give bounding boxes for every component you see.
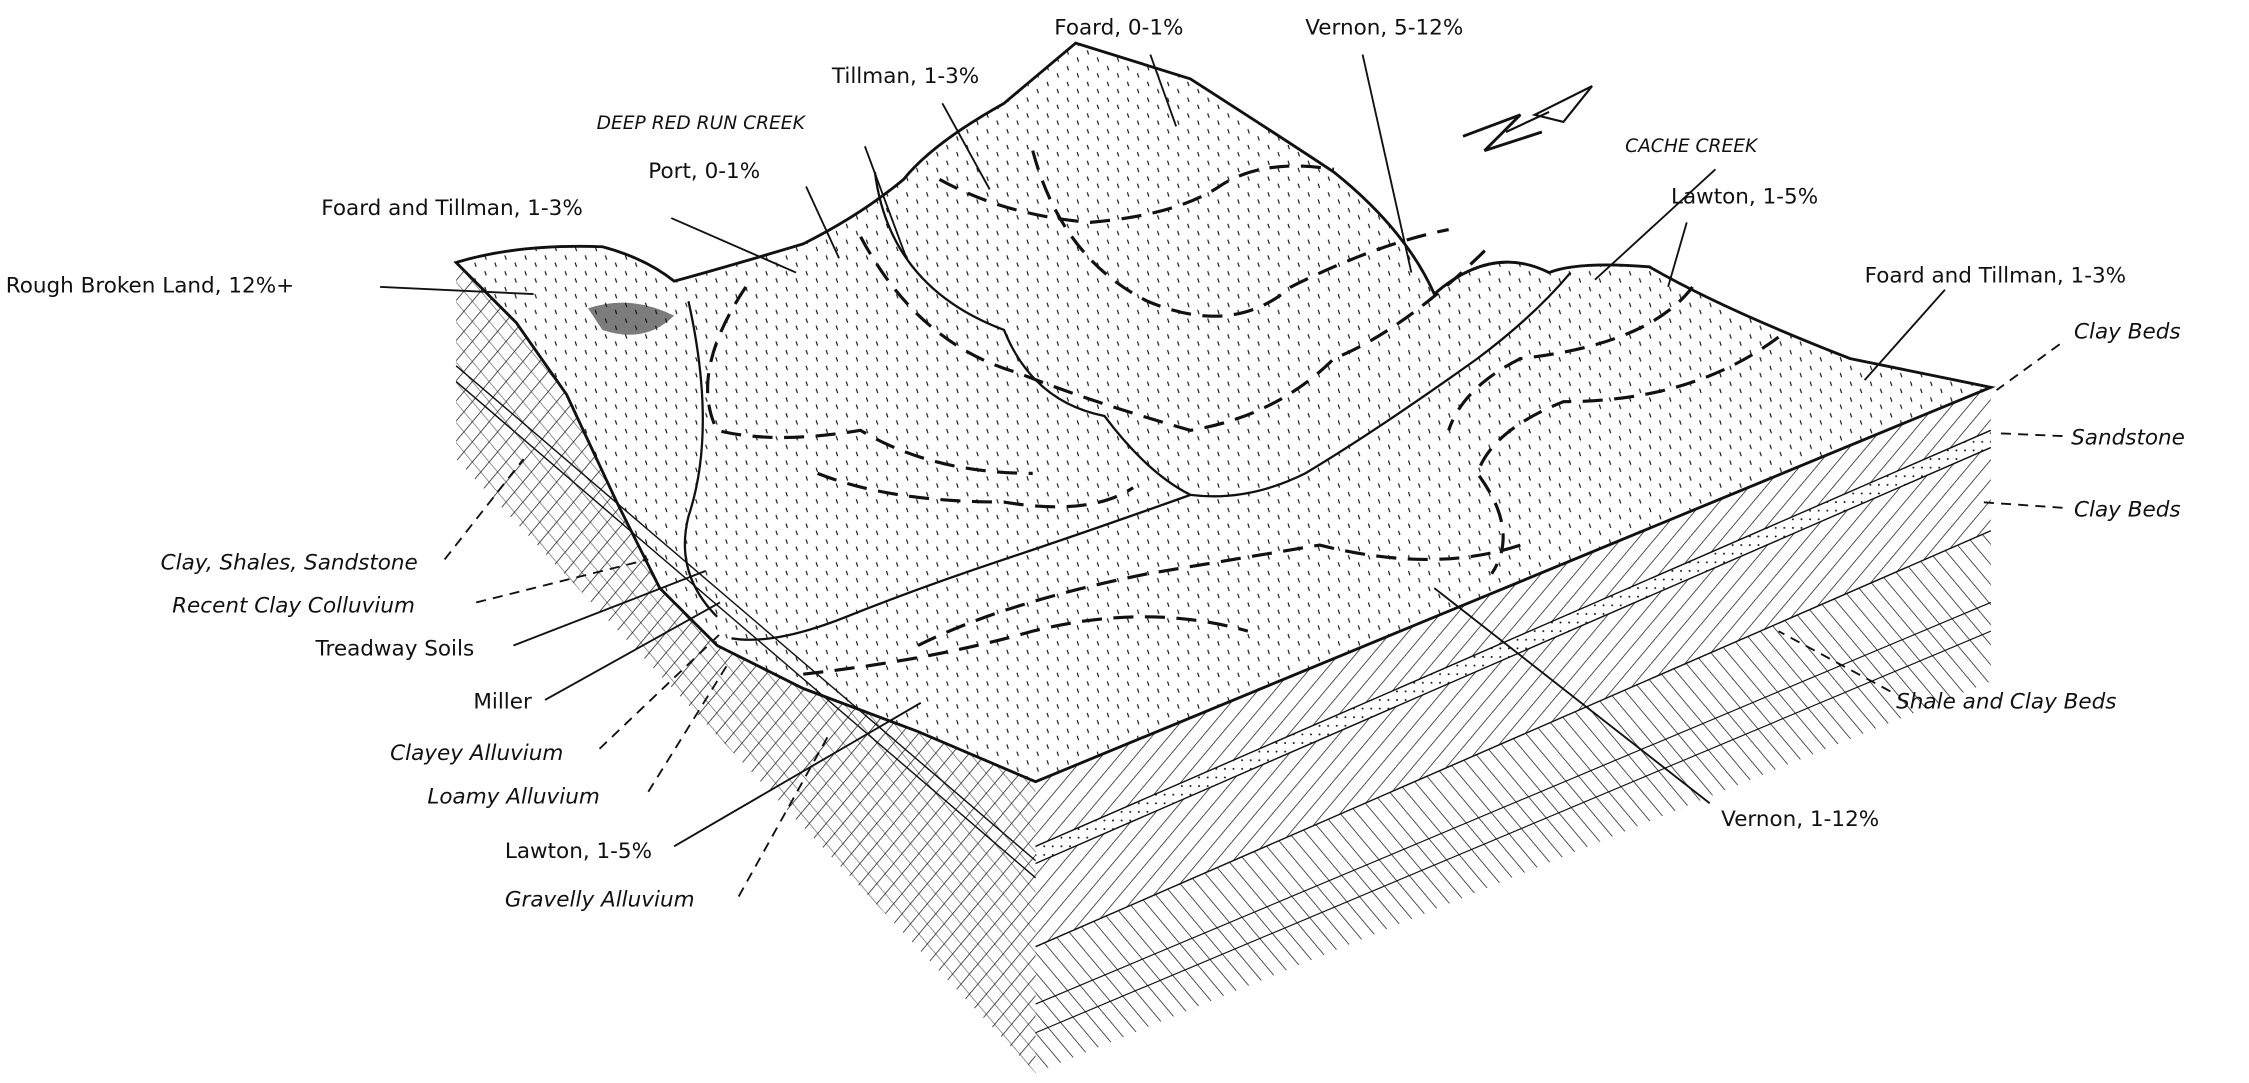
label-shale-and-clay-beds: Shale and Clay Beds <box>1896 690 2116 715</box>
label-rough-broken-land: Rough Broken Land, 12%+ <box>6 274 294 299</box>
right-face-strata <box>1035 387 1992 1073</box>
label-clay-shales-sandstone: Clay, Shales, Sandstone <box>161 550 418 575</box>
label-foard-tillman-right: Foard and Tillman, 1-3% <box>1865 264 2127 289</box>
label-clay-beds-lower: Clay Beds <box>2074 497 2181 522</box>
terrain-surface <box>453 41 1996 784</box>
label-foard-0-1: Foard, 0-1% <box>1054 15 1183 40</box>
label-treadway-soils: Treadway Soils <box>315 637 475 662</box>
label-gravelly-alluvium: Gravelly Alluvium <box>505 888 695 913</box>
label-tillman-1-3: Tillman, 1-3% <box>831 64 979 89</box>
label-recent-clay-colluvium: Recent Clay Colluvium <box>172 593 415 618</box>
label-deep-red-run-creek: DEEP RED RUN CREEK <box>597 113 807 134</box>
north-arrow-icon <box>1462 85 1593 153</box>
label-loamy-alluvium: Loamy Alluvium <box>427 784 599 809</box>
label-lawton-top: Lawton, 1-5% <box>1671 185 1818 210</box>
label-clay-beds-upper: Clay Beds <box>2074 320 2181 345</box>
label-vernon-1-12: Vernon, 1-12% <box>1721 807 1879 832</box>
label-foard-tillman-left: Foard and Tillman, 1-3% <box>321 196 583 221</box>
label-miller: Miller <box>473 690 532 715</box>
label-sandstone: Sandstone <box>2071 426 2185 451</box>
label-lawton-bottom: Lawton, 1-5% <box>505 839 652 864</box>
label-port-0-1: Port, 0-1% <box>648 159 760 184</box>
label-clayey-alluvium: Clayey Alluvium <box>390 741 563 766</box>
label-cache-creek: CACHE CREEK <box>1625 136 1759 157</box>
leader-lines <box>380 54 2063 897</box>
label-vernon-5-12: Vernon, 5-12% <box>1305 15 1463 40</box>
